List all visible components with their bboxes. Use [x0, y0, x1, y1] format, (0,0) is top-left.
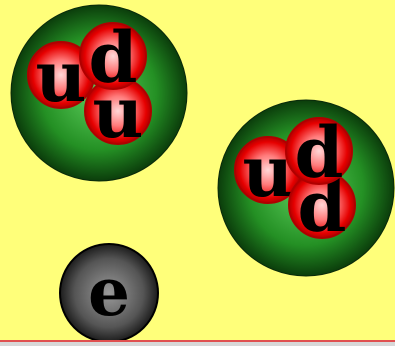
proton-quark-2: d	[80, 16, 146, 99]
quark-label: d	[295, 111, 344, 194]
quark-label: u	[36, 35, 87, 118]
neutron: u d d	[218, 100, 394, 276]
baseline-red-line	[0, 340, 395, 342]
electron-label: e	[88, 253, 130, 331]
quark-label: d	[89, 16, 138, 99]
electron: e	[60, 244, 158, 342]
proton: u u d	[11, 5, 187, 181]
neutron-quark-2: d	[286, 111, 352, 194]
quark-label: u	[243, 130, 294, 213]
